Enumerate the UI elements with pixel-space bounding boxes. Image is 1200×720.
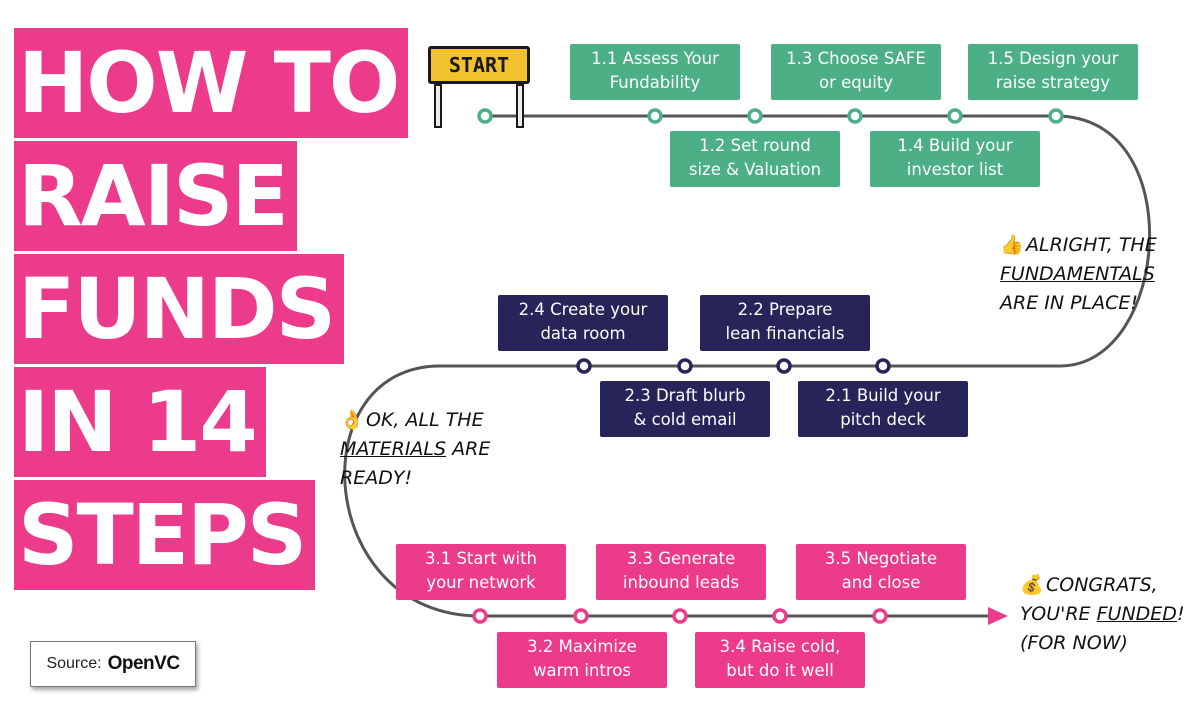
step-2-2-line1: 2.2 Prepare <box>737 300 833 319</box>
step-2-4: 2.4 Create your data room <box>498 295 668 351</box>
note-fundamentals-line1: ALRIGHT, THE <box>1026 234 1157 256</box>
step-1-2-line1: 1.2 Set round <box>699 136 811 155</box>
step-3-2-line2: warm intros <box>532 661 632 680</box>
source-badge: Source: OpenVC <box>30 641 196 687</box>
node-2-4 <box>576 358 592 374</box>
note-fundamentals-line3: ARE IN PLACE! <box>1000 292 1139 314</box>
note-materials-line2b: ARE <box>446 438 491 460</box>
step-1-5-line1: 1.5 Design your <box>987 49 1119 68</box>
node-2-1 <box>875 358 891 374</box>
note-materials-line1: OK, ALL THE <box>366 409 484 431</box>
node-1-4 <box>947 108 963 124</box>
step-3-3-line2: inbound leads <box>622 573 740 592</box>
step-1-1-line1: 1.1 Assess Your <box>591 49 719 68</box>
title-line-2: RAISE <box>14 141 297 251</box>
step-2-3: 2.3 Draft blurb & cold email <box>600 381 770 437</box>
note-materials-line2a: MATERIALS <box>340 438 447 460</box>
step-3-3: 3.3 Generate inbound leads <box>596 544 766 600</box>
node-2-2 <box>776 358 792 374</box>
note-materials: 👌OK, ALL THE MATERIALS ARE READY! <box>340 406 490 493</box>
step-2-4-line1: 2.4 Create your <box>518 300 648 319</box>
step-1-4: 1.4 Build your investor list <box>870 131 1040 187</box>
source-label: Source: <box>46 655 102 672</box>
node-3-5 <box>872 608 888 624</box>
step-2-3-line2: & cold email <box>633 410 737 429</box>
note-funded: 💰CONGRATS, YOU'RE FUNDED! (FOR NOW) <box>1020 571 1185 658</box>
step-3-4-line1: 3.4 Raise cold, <box>719 637 841 656</box>
step-3-4: 3.4 Raise cold, but do it well <box>695 632 865 688</box>
start-sign-label: START <box>448 53 510 77</box>
step-2-3-line1: 2.3 Draft blurb <box>624 386 746 405</box>
step-2-2-line2: lean financials <box>725 324 845 343</box>
thumbs-up-icon: 👍 <box>1000 234 1024 256</box>
step-2-1: 2.1 Build your pitch deck <box>798 381 968 437</box>
step-1-4-line2: investor list <box>906 160 1004 179</box>
step-3-5-line2: and close <box>841 573 921 592</box>
node-1-2 <box>747 108 763 124</box>
node-start <box>477 108 493 124</box>
money-bag-icon: 💰 <box>1020 574 1044 596</box>
title-line-5: STEPS <box>14 480 316 590</box>
step-1-5: 1.5 Design your raise strategy <box>968 44 1138 100</box>
step-3-2: 3.2 Maximize warm intros <box>497 632 667 688</box>
step-3-1-line1: 3.1 Start with <box>424 549 538 568</box>
node-2-3 <box>677 358 693 374</box>
note-fundamentals: 👍ALRIGHT, THE FUNDAMENTALS ARE IN PLACE! <box>1000 231 1157 318</box>
track-row-1 <box>485 114 1152 368</box>
step-3-3-line1: 3.3 Generate <box>626 549 736 568</box>
node-1-5 <box>1048 108 1064 124</box>
step-3-5-line1: 3.5 Negotiate <box>824 549 938 568</box>
step-3-4-line2: but do it well <box>726 661 834 680</box>
step-1-3-line2: or equity <box>818 73 894 92</box>
note-funded-line2a: YOU'RE <box>1020 603 1097 625</box>
step-1-3-line1: 1.3 Choose SAFE <box>786 49 926 68</box>
node-3-1 <box>472 608 488 624</box>
track-end-arrow <box>988 607 1008 625</box>
step-1-1-line2: Fundability <box>609 73 701 92</box>
note-funded-line1: CONGRATS, <box>1046 574 1158 596</box>
step-3-2-line1: 3.2 Maximize <box>527 637 637 656</box>
step-2-4-line2: data room <box>540 324 626 343</box>
step-3-5: 3.5 Negotiate and close <box>796 544 966 600</box>
step-3-1: 3.1 Start with your network <box>396 544 566 600</box>
step-3-1-line2: your network <box>426 573 536 592</box>
start-sign: START <box>428 46 530 84</box>
note-funded-line3: (FOR NOW) <box>1020 632 1128 654</box>
node-1-3 <box>847 108 863 124</box>
step-1-1: 1.1 Assess Your Fundability <box>570 44 740 100</box>
note-funded-line2b: FUNDED <box>1096 603 1177 625</box>
step-2-1-line2: pitch deck <box>840 410 926 429</box>
note-funded-line2c: ! <box>1176 603 1185 625</box>
openvc-logo: OpenVC <box>107 653 180 674</box>
note-materials-line3: READY! <box>340 467 413 489</box>
start-sign-post-left <box>434 84 442 128</box>
ok-hand-icon: 👌 <box>340 409 364 431</box>
track-row-2 <box>343 364 990 618</box>
node-3-3 <box>672 608 688 624</box>
node-3-2 <box>573 608 589 624</box>
node-3-4 <box>772 608 788 624</box>
node-1-1 <box>647 108 663 124</box>
title-line-4: IN 14 <box>14 367 266 477</box>
step-1-4-line1: 1.4 Build your <box>897 136 1013 155</box>
title-line-1: HOW TO <box>14 28 409 138</box>
step-1-2: 1.2 Set round size & Valuation <box>670 131 840 187</box>
step-1-5-line2: raise strategy <box>995 73 1111 92</box>
step-1-2-line2: size & Valuation <box>688 160 822 179</box>
note-fundamentals-line2: FUNDAMENTALS <box>1000 263 1155 285</box>
step-2-2: 2.2 Prepare lean financials <box>700 295 870 351</box>
start-sign-post-right <box>516 84 524 128</box>
title-line-3: FUNDS <box>14 254 345 364</box>
step-2-1-line1: 2.1 Build your <box>825 386 941 405</box>
step-1-3: 1.3 Choose SAFE or equity <box>771 44 941 100</box>
